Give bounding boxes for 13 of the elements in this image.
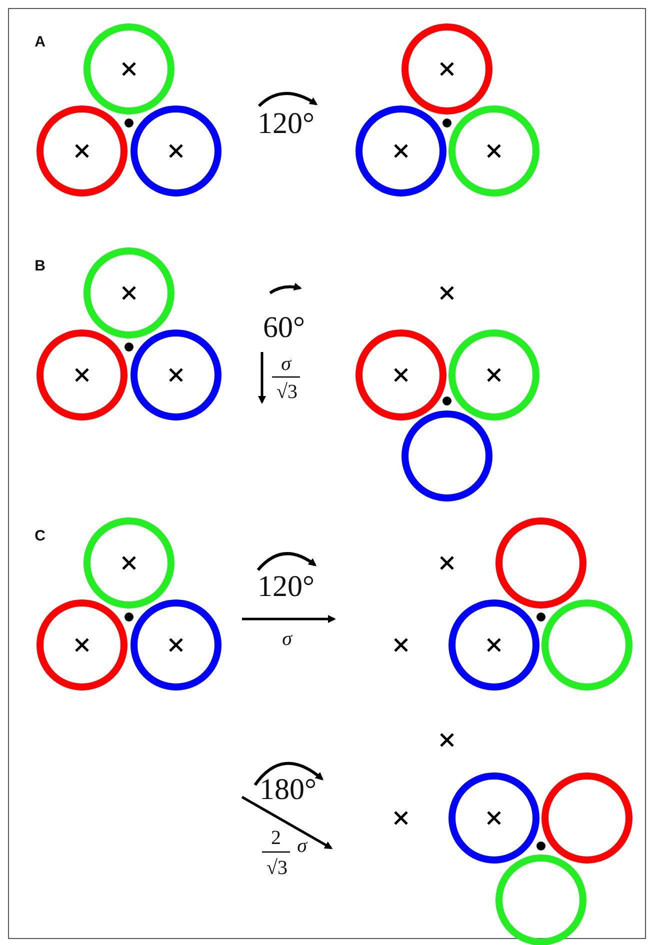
distance-label: σ bbox=[297, 836, 307, 856]
distance-label: σ bbox=[281, 354, 291, 374]
angle-label: 60° bbox=[263, 313, 305, 343]
angle-label: 180° bbox=[260, 775, 316, 805]
panel-label: B bbox=[34, 258, 46, 274]
distance-label: √3 bbox=[276, 382, 298, 402]
distance-label: √3 bbox=[266, 858, 288, 878]
distance-label: σ bbox=[282, 629, 292, 649]
distance-label: 2 bbox=[271, 828, 281, 848]
angle-label: 120° bbox=[258, 109, 314, 139]
panel-label: A bbox=[34, 34, 46, 50]
angle-label: 120° bbox=[258, 572, 314, 602]
panel-label: C bbox=[34, 528, 46, 544]
